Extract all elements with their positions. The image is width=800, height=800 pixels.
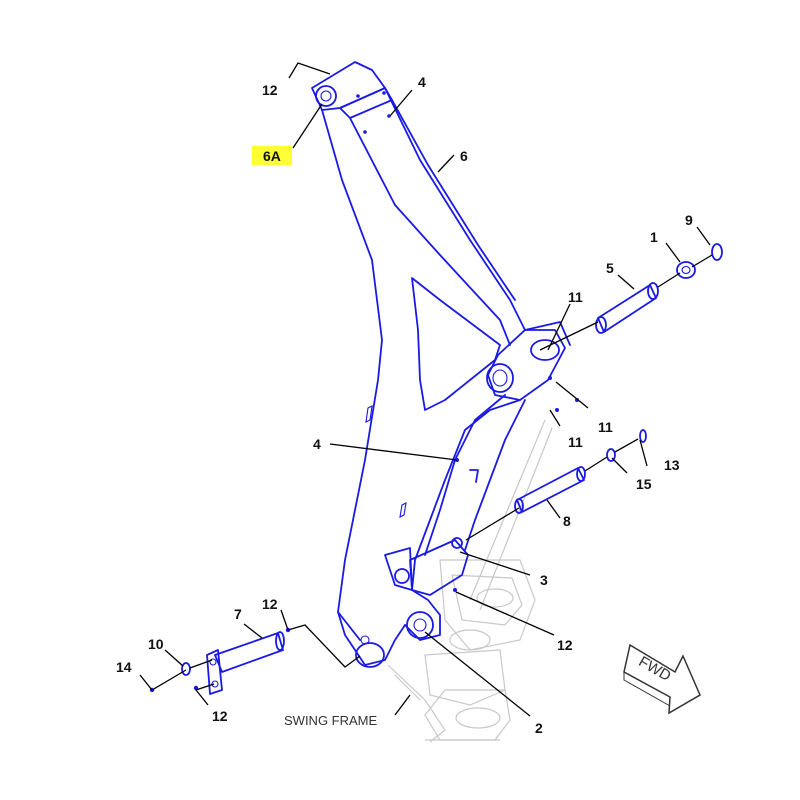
pin-5[interactable]: [595, 282, 659, 334]
swing-frame-label: SWING FRAME: [284, 713, 377, 728]
spacer-15[interactable]: [606, 448, 616, 462]
callout-10[interactable]: 10: [148, 636, 164, 652]
pin-7[interactable]: [206, 631, 285, 695]
callout-12-bottom[interactable]: 12: [212, 708, 228, 724]
bolt-11-a[interactable]: [548, 376, 552, 380]
callout-8[interactable]: 8: [563, 513, 571, 529]
callout-11-c[interactable]: 11: [568, 434, 583, 450]
boom[interactable]: [311, 61, 571, 668]
callout-14[interactable]: 14: [116, 659, 132, 675]
callout-12-top[interactable]: 12: [262, 82, 278, 98]
bolt-12-mid[interactable]: [453, 588, 457, 592]
callout-4-top[interactable]: 4: [418, 74, 426, 90]
bolt-11-c[interactable]: [555, 408, 559, 412]
callout-2[interactable]: 2: [535, 720, 543, 736]
callout-7[interactable]: 7: [234, 606, 242, 622]
fwd-arrow-icon: FWD: [623, 643, 701, 715]
callout-13[interactable]: 13: [664, 457, 680, 473]
callout-6[interactable]: 6: [460, 148, 468, 164]
callout-6a[interactable]: 6A: [263, 148, 281, 164]
swing-frame-ghost: [387, 419, 553, 743]
callout-12-left[interactable]: 12: [262, 596, 278, 612]
callout-12-mid[interactable]: 12: [557, 637, 573, 653]
washer-1[interactable]: [676, 261, 696, 279]
ring-9[interactable]: [711, 243, 723, 261]
callout-6a-highlight: [252, 146, 292, 165]
callout-11-b[interactable]: 11: [598, 419, 613, 435]
washer-10[interactable]: [181, 662, 191, 676]
pin-8[interactable]: [514, 466, 586, 514]
callout-5[interactable]: 5: [606, 260, 614, 276]
callout-3[interactable]: 3: [540, 572, 548, 588]
callout-1[interactable]: 1: [650, 229, 658, 245]
callout-9[interactable]: 9: [685, 212, 693, 228]
callout-4-mid[interactable]: 4: [313, 436, 321, 452]
leader-lines: [139, 62, 713, 717]
ring-13[interactable]: [639, 429, 647, 443]
callout-11-a[interactable]: 11: [568, 289, 583, 305]
callout-15[interactable]: 15: [636, 476, 652, 492]
